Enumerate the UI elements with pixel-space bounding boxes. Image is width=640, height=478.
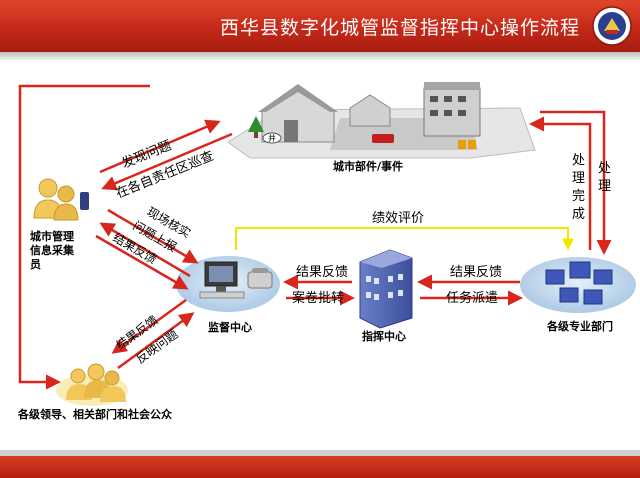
manhole-label: 井 [268, 133, 276, 143]
flow-dispatch-label: 任务派遣 [446, 290, 498, 306]
flow-arrows [18, 84, 612, 390]
manhole-icon [262, 132, 282, 144]
footer-bar [0, 456, 640, 478]
departments-buildings-icon [545, 261, 613, 305]
flow-handle-done-label: 处 理 完 成 [572, 153, 589, 222]
departments-label: 各级专业部门 [546, 319, 613, 333]
emblem-icon [592, 6, 632, 46]
phone-icon [247, 268, 273, 289]
footer-divider [0, 450, 640, 456]
page-title: 西华县数字化城管监督指挥中心操作流程 [219, 17, 580, 39]
flow-feedback-label-3: 结果反馈 [296, 265, 348, 280]
collector-label: 城市管理 信息采集 员 [30, 229, 78, 271]
flow-case-label: 案卷批转 [292, 290, 344, 306]
computer-icon [199, 261, 245, 299]
collector-people-icon [33, 178, 89, 221]
header-bar [0, 0, 640, 52]
command-center-label: 指挥中心 [362, 329, 406, 343]
performance-eval-label: 绩效评价 [372, 211, 424, 226]
city-parts-label: 城市部件/事件 [333, 159, 403, 173]
header-divider [0, 52, 640, 60]
flow-handle-label: 处 理 [598, 161, 615, 194]
supervision-center-label: 监督中心 [208, 320, 252, 334]
public-label: 各级领导、相关部门和社会公众 [17, 407, 173, 421]
public-people-icon [56, 363, 128, 406]
flow-feedback-label-4: 结果反馈 [450, 265, 502, 280]
city-scene [227, 82, 536, 159]
command-building-icon [359, 249, 413, 329]
evaluation-line [235, 227, 574, 251]
flow-diagram: 井 城市部件/事件 监督中心 指挥中心 各级专业部门 [17, 82, 636, 421]
